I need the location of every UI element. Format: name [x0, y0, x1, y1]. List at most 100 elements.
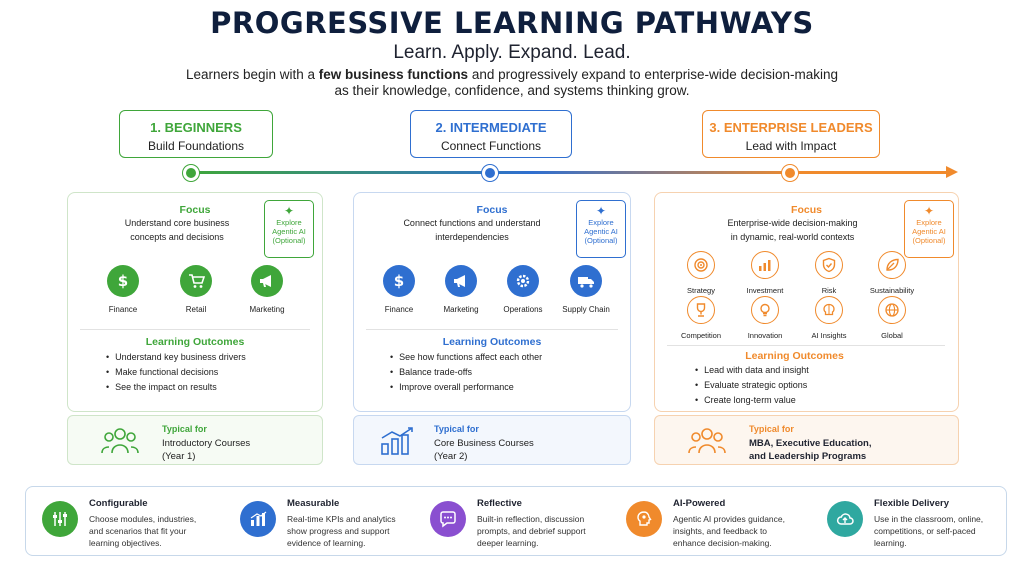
function-label: Marketing: [249, 305, 285, 314]
typical-label: Typical for: [749, 424, 794, 434]
list-item: See how functions affect each other: [390, 350, 542, 365]
svg-text:$: $: [394, 272, 404, 290]
explore-agentic-ai-button[interactable]: ✦ Explore Agentic AI (Optional): [576, 200, 626, 258]
list-item: Balance trade-offs: [390, 365, 542, 380]
stage-panel-beginners: Focus Understand core business concepts …: [67, 192, 323, 412]
feature-measurable: Measurable Real-time KPIs and analytics …: [224, 487, 420, 557]
agentic-label: (Optional): [272, 236, 306, 245]
timeline-dot-beginners: [183, 165, 199, 181]
intro-pre: Learners begin with a: [185, 67, 319, 82]
chat-icon: [430, 501, 466, 537]
stage-title: 2. INTERMEDIATE: [435, 120, 547, 135]
stage-box-enterprise: 3. ENTERPRISE LEADERS Lead with Impact: [702, 110, 880, 158]
page-subtitle: Learn. Apply. Expand. Lead.: [393, 42, 631, 63]
function-label: Finance: [108, 305, 138, 314]
feature-desc-line: insights, and feedback to: [673, 526, 768, 536]
typical-value: Introductory Courses (Year 1): [162, 437, 250, 463]
page-title: PROGRESSIVE LEARNING PATHWAYS: [210, 6, 814, 40]
feature-title: Measurable: [287, 498, 340, 509]
focus-description: Understand core business concepts and de…: [50, 216, 304, 244]
feature-description: Choose modules, industries, and scenario…: [89, 513, 196, 549]
stage-title: 1. BEGINNERS: [150, 120, 242, 135]
stage-panel-intermediate: Focus Connect functions and understand i…: [353, 192, 631, 412]
feature-desc-line: learning.: [874, 538, 907, 548]
function-label: Operations: [503, 305, 543, 314]
feature-title: Configurable: [89, 498, 148, 509]
feature-desc-line: competitions, or self-paced: [874, 526, 976, 536]
typical-line: Core Business Courses: [434, 438, 534, 449]
dollar-icon: $: [383, 265, 415, 297]
function-label: Innovation: [747, 331, 783, 340]
agentic-label: Agentic AI: [584, 227, 618, 236]
function-competition: Competition: [669, 296, 733, 340]
function-innovation: Innovation: [733, 296, 797, 340]
typical-for-enterprise: Typical for MBA, Executive Education, an…: [654, 415, 959, 465]
focus-desc-line: Connect functions and understand: [403, 218, 541, 228]
typical-label: Typical for: [434, 424, 479, 434]
typical-value: Core Business Courses (Year 2): [434, 437, 534, 463]
feature-desc-line: learning objectives.: [89, 538, 162, 548]
leaf-icon: [878, 251, 906, 279]
feature-desc-line: Choose modules, industries,: [89, 514, 197, 524]
progress-timeline: [190, 171, 950, 174]
function-risk: Risk: [797, 251, 861, 295]
stage-box-beginners: 1. BEGINNERS Build Foundations: [119, 110, 273, 158]
function-label: Retail: [185, 305, 207, 314]
function-label: Marketing: [443, 305, 479, 314]
sparkle-icon: ✦: [283, 204, 295, 218]
function-marketing: Marketing: [232, 265, 302, 314]
brain-icon: [815, 296, 843, 324]
feature-desc-line: evidence of learning.: [287, 538, 366, 548]
people-icon: [100, 426, 140, 461]
focus-desc-line: concepts and decisions: [130, 232, 224, 242]
stage-subtitle: Build Foundations: [147, 139, 245, 153]
focus-desc-line: Understand core business: [124, 218, 230, 228]
feature-configurable: Configurable Choose modules, industries,…: [26, 487, 222, 557]
agentic-label: (Optional): [584, 236, 618, 245]
focus-label: Focus: [791, 204, 822, 216]
focus-description: Enterprise-wide decision-making in dynam…: [641, 216, 944, 244]
agentic-label: Explore: [276, 218, 302, 227]
agentic-label: Explore: [916, 218, 942, 227]
focus-desc-line: interdependencies: [435, 232, 509, 242]
function-retail: Retail: [161, 265, 231, 314]
target-icon: [687, 251, 715, 279]
function-sustainability: Sustainability: [860, 251, 924, 295]
timeline-dot-intermediate: [482, 165, 498, 181]
function-label: Investment: [746, 286, 784, 295]
function-marketing: Marketing: [426, 265, 496, 314]
cart-icon: [180, 265, 212, 297]
feature-description: Real-time KPIs and analytics show progre…: [287, 513, 396, 549]
function-label: Sustainability: [869, 286, 915, 295]
function-strategy: Strategy: [669, 251, 733, 295]
feature-title: AI-Powered: [673, 498, 726, 509]
feature-desc-line: Built-in reflection, discussion: [477, 514, 585, 524]
outcomes-list: Understand key business drivers Make fun…: [106, 350, 246, 395]
svg-text:$: $: [118, 272, 128, 290]
function-investment: Investment: [733, 251, 797, 295]
list-item: Make functional decisions: [106, 365, 246, 380]
agentic-label: Agentic AI: [912, 227, 946, 236]
sparkle-icon: ✦: [595, 204, 607, 218]
stage-title: 3. ENTERPRISE LEADERS: [709, 120, 873, 135]
typical-label: Typical for: [162, 424, 207, 434]
trophy-icon: [687, 296, 715, 324]
focus-desc-line: Enterprise-wide decision-making: [727, 218, 858, 228]
explore-agentic-ai-button[interactable]: ✦ Explore Agentic AI (Optional): [264, 200, 314, 258]
megaphone-icon: [445, 265, 477, 297]
explore-agentic-ai-button[interactable]: ✦ Explore Agentic AI (Optional): [904, 200, 954, 258]
divider: [366, 329, 618, 330]
feature-desc-line: and scenarios that fit your: [89, 526, 187, 536]
typical-line: Introductory Courses: [162, 438, 251, 449]
function-ai-insights: AI Insights: [797, 296, 861, 340]
timeline-dot-enterprise: [782, 165, 798, 181]
intro-post: and progressively expand to enterprise-w…: [468, 67, 839, 82]
bar-chart-icon: [240, 501, 276, 537]
list-item: Evaluate strategic options: [695, 378, 809, 393]
divider: [80, 329, 310, 330]
feature-flexible-delivery: Flexible Delivery Use in the classroom, …: [811, 487, 1007, 557]
globe-icon: [878, 296, 906, 324]
feature-desc-line: Real-time KPIs and analytics: [287, 514, 396, 524]
timeline-arrow-icon: [946, 166, 958, 178]
function-operations: Operations: [488, 265, 558, 314]
